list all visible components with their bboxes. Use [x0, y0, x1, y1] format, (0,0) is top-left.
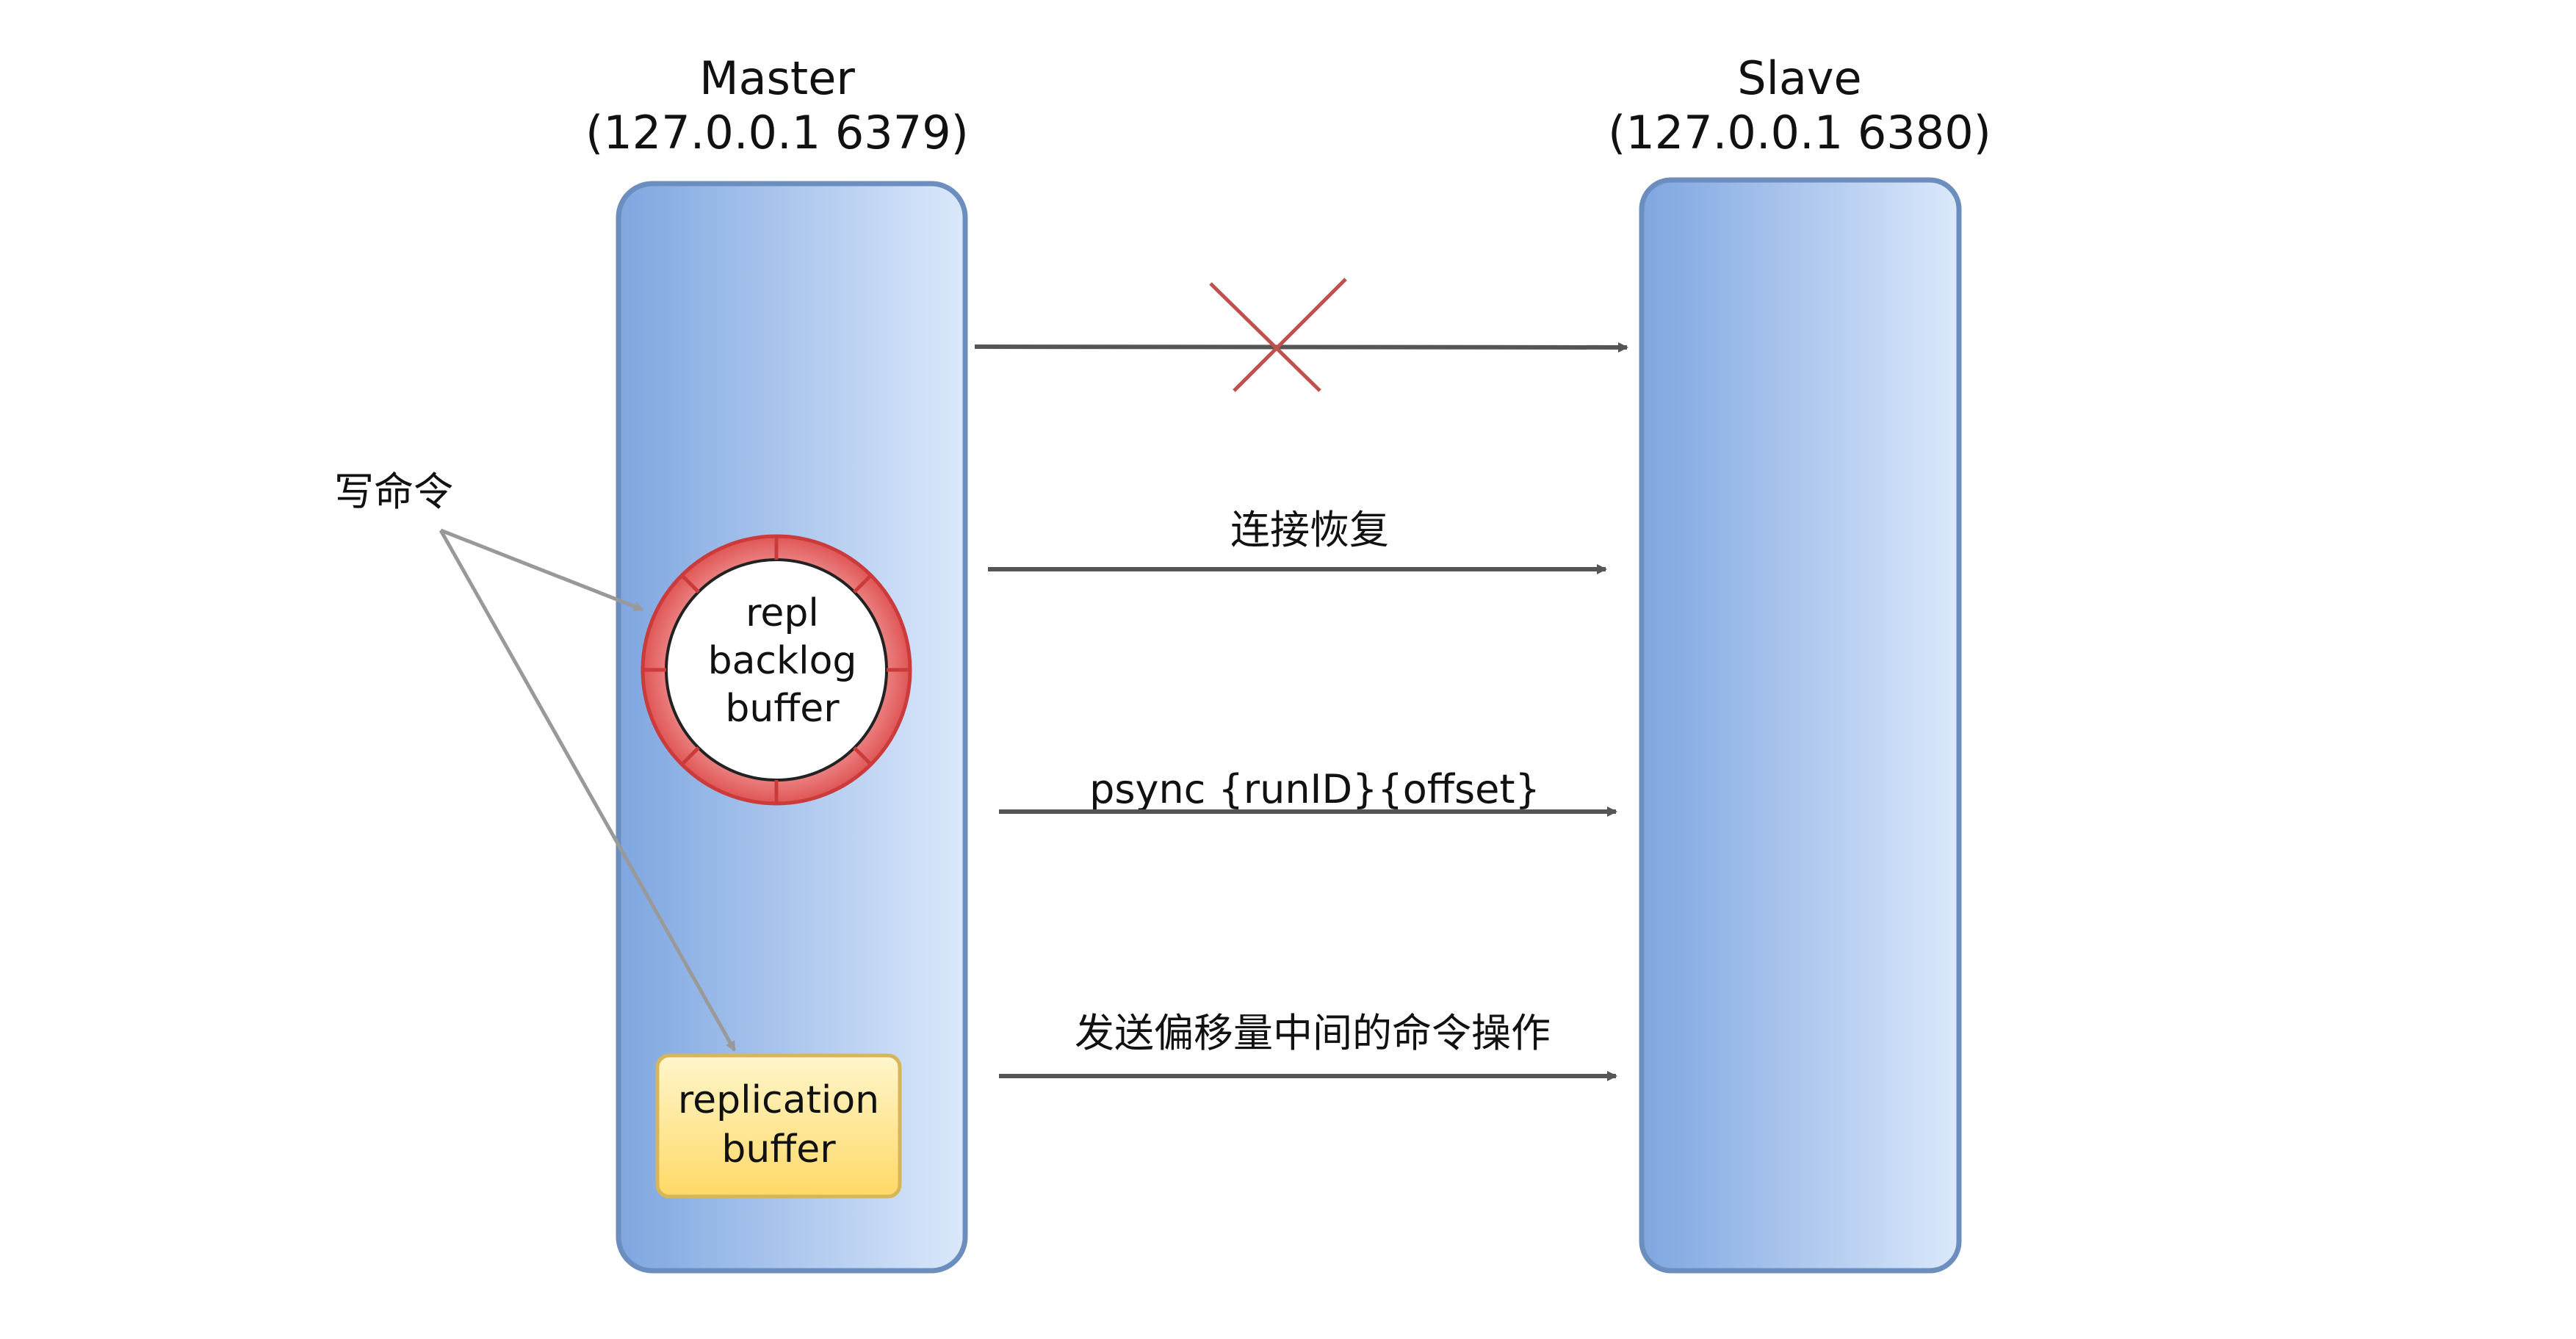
replication-buffer: replication buffer	[655, 1053, 902, 1199]
repl-backlog-buffer: repl backlog buffer	[641, 534, 912, 806]
write-arrow-to-backlog	[440, 528, 644, 612]
backlog-label-line1: repl	[746, 591, 819, 635]
replication-buffer-line2: buffer	[721, 1127, 836, 1172]
slave-title: Slave	[1737, 51, 1861, 105]
backlog-label-line3: buffer	[725, 687, 840, 731]
master-title: Master	[699, 51, 855, 105]
reconnect-label: 连接恢复	[1230, 507, 1389, 553]
slave-server-box	[1639, 177, 1962, 1274]
master-address: (127.0.0.1 6379)	[585, 106, 969, 159]
write-command-label: 写命令	[334, 469, 453, 515]
broken-connection-cross	[1209, 278, 1347, 392]
slave-address: (127.0.0.1 6380)	[1608, 106, 1991, 159]
replication-buffer-line1: replication	[678, 1078, 879, 1122]
backlog-label-line2: backlog	[708, 639, 857, 683]
psync-label: psync {runID}{offset}	[1089, 766, 1540, 812]
write-arrow-to-replication-buffer	[439, 529, 737, 1052]
send-commands-label: 发送偏移量中间的命令操作	[1075, 1010, 1551, 1056]
